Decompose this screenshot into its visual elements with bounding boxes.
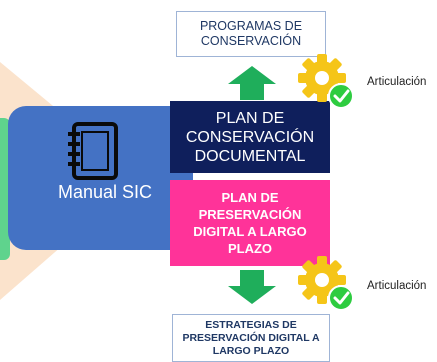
gear-check-icon xyxy=(298,256,354,311)
arrow-down-icon xyxy=(228,270,276,304)
programas-box: PROGRAMAS DE CONSERVACIÓN xyxy=(176,11,326,57)
plan-preservacion-box: PLAN DE PRESERVACIÓN DIGITAL A LARGO PLA… xyxy=(170,180,330,266)
notebook-icon xyxy=(68,122,118,180)
estrategias-box: ESTRATEGIAS DE PRESERVACIÓN DIGITAL A LA… xyxy=(172,314,330,362)
programas-label: PROGRAMAS DE CONSERVACIÓN xyxy=(199,19,303,48)
green-strip xyxy=(0,118,10,260)
plan-preservacion-label: PLAN DE PRESERVACIÓN DIGITAL A LARGO PLA… xyxy=(193,190,307,256)
articulacion-label-bottom: Articulación xyxy=(367,280,427,292)
estrategias-label: ESTRATEGIAS DE PRESERVACIÓN DIGITAL A LA… xyxy=(182,318,320,357)
manual-label: Manual SIC xyxy=(57,182,153,202)
articulacion-label-top: Articulación xyxy=(367,76,427,88)
gear-check-icon xyxy=(298,54,354,109)
plan-conservacion-label: PLAN DE CONSERVACIÓN DOCUMENTAL xyxy=(185,109,315,165)
arrow-up-icon xyxy=(228,66,276,100)
plan-conservacion-box: PLAN DE CONSERVACIÓN DOCUMENTAL xyxy=(170,101,330,173)
